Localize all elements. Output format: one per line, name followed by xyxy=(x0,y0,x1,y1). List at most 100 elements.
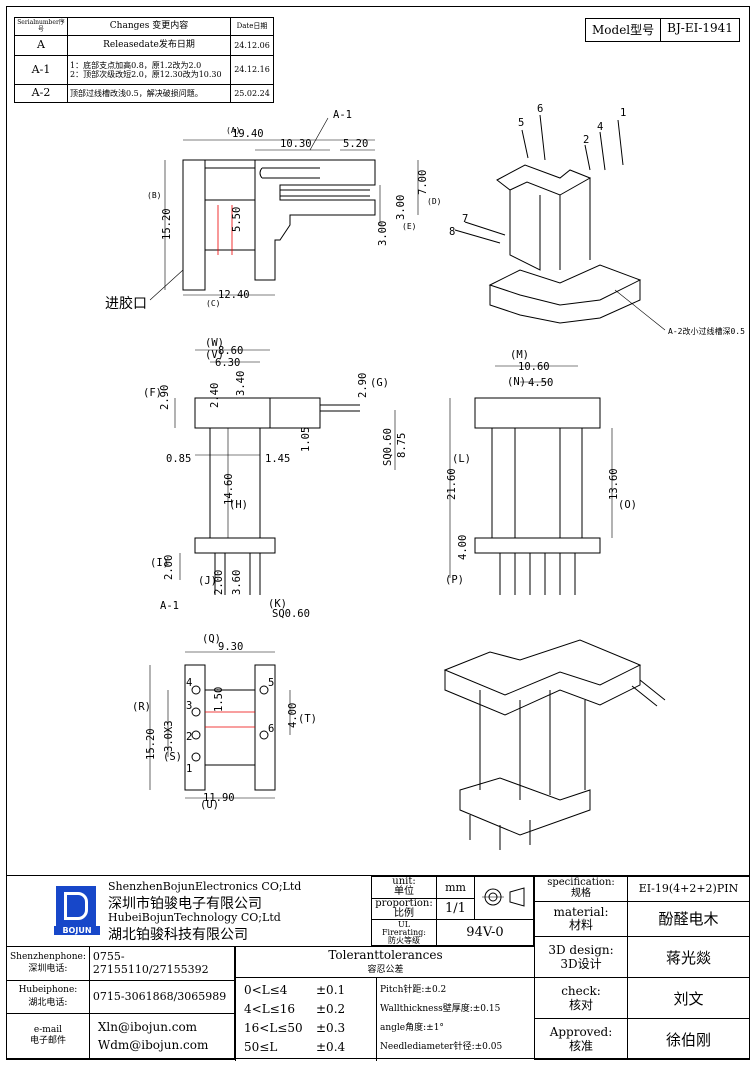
spec-label: specification: 规格 xyxy=(534,876,628,902)
bottom-red-line xyxy=(205,711,255,728)
title-block: BOJUN ShenzhenBojunElectronics CO;Ltd 深圳… xyxy=(6,875,750,1061)
design-value: 蒋光燚 xyxy=(627,936,750,979)
ul-value: 94V-0 xyxy=(436,919,534,946)
iso-b-body xyxy=(479,690,586,800)
pin-hole xyxy=(191,752,201,762)
spec-value: EI-19(4+2+2)PIN xyxy=(627,876,750,902)
dim-letter: (K) xyxy=(268,598,287,610)
rev-row-a2: A-2 顶部过线槽改浅0.5，解决破损问题。 25.02.24 xyxy=(14,84,274,103)
tolerance-notes: Pitch针距:±0.2 Wallthickness壁厚度:±0.15 angl… xyxy=(380,981,502,1057)
hb-phone-label: Hubeiphone: 湖北电话: xyxy=(6,979,90,1014)
revision-table: Serialnumber序号 Changes 变更内容 Date日期 A Rel… xyxy=(14,17,274,103)
dim-letter: (G) xyxy=(370,377,389,389)
tolerance-title: Toleranttolerances xyxy=(328,948,443,962)
end-view: 10.60 4.50 21.60 13.60 4.00 (M) (N) (L) … xyxy=(445,349,637,595)
front-bottom xyxy=(194,537,276,554)
dim-label: 13.60 xyxy=(608,468,620,500)
dim-letter: (V) xyxy=(205,349,224,361)
sz-phone-label: Shenzhenphone: 深圳电话: xyxy=(6,946,90,981)
dim-label: 14.60 xyxy=(223,473,235,505)
dim-letter: (A) xyxy=(226,126,240,135)
needle-tolerance: Needlediameter针径:±0.05 xyxy=(380,1042,503,1052)
iso-view-bottom xyxy=(443,639,666,850)
company-2-cn: 湖北铂骏科技有限公司 xyxy=(108,927,248,943)
pin-number: 3 xyxy=(186,700,192,712)
dim-label: 8.75 xyxy=(396,433,408,458)
iso-bottom-edge xyxy=(489,280,641,324)
glue-inlet-note: 进胶口 xyxy=(105,295,147,312)
iso-b-top xyxy=(443,639,642,696)
tolerance-row: 0<L≤4±0.1 xyxy=(244,983,346,997)
dim-letter: (M) xyxy=(510,349,529,361)
front-top xyxy=(194,397,271,429)
dim-label: 5.20 xyxy=(343,138,368,150)
dim-label: 15.20 xyxy=(145,728,157,760)
dim-letter: (H) xyxy=(229,499,248,511)
pin-number: 7 xyxy=(462,213,468,225)
dim-letter: (P) xyxy=(445,574,464,586)
unit-value: mm xyxy=(436,876,475,899)
design-label: 3D design: 3D设计 xyxy=(534,936,628,979)
dim-label: 1.50 xyxy=(213,687,225,712)
email-label: e-mail 电子邮件 xyxy=(6,1012,90,1061)
iso-b-pins-side xyxy=(631,679,666,707)
company-1-cn: 深圳市铂骏电子有限公司 xyxy=(108,896,262,912)
iso-pins-side xyxy=(454,221,506,244)
dim-label: 2.40 xyxy=(209,383,221,408)
wall-tolerance: Wallthickness壁厚度:±0.15 xyxy=(380,1004,501,1014)
rev-date: 25.02.24 xyxy=(230,84,274,103)
model-box: Model型号 BJ-EI-1941 xyxy=(585,18,740,42)
dim-label: 21.60 xyxy=(446,468,458,500)
front-pins xyxy=(214,553,261,595)
iso-body-lines xyxy=(509,178,591,271)
pin-number: 4 xyxy=(597,121,603,133)
dim-label: 9.30 xyxy=(218,641,243,653)
dim-label: 2.00 xyxy=(213,570,225,595)
pitch-tolerance: Pitch针距:±0.2 xyxy=(380,985,447,995)
dim-label: 8.60 xyxy=(218,345,243,357)
front-top-ext xyxy=(270,397,321,429)
end-pins xyxy=(499,553,576,595)
check-label: check: 核对 xyxy=(534,977,628,1020)
dim-letter: (I) xyxy=(150,557,169,569)
email-2: Wdm@ibojun.com xyxy=(97,1038,209,1053)
dim-letter: (J) xyxy=(198,575,217,587)
front-view: 8.60 6.30 2.90 2.40 3.40 2.90 1.05 SQ0.6… xyxy=(143,337,408,620)
side-slot xyxy=(259,167,320,179)
dim-letter: (L) xyxy=(452,453,471,465)
side-top-bar xyxy=(204,159,256,169)
tolerance-area: Toleranttolerances 容忍公差 0<L≤4±0.1 4<L≤16… xyxy=(235,946,535,1061)
sz-phone-value: 0755-27155110/27155392 xyxy=(88,946,236,981)
dim-label: 4.00 xyxy=(287,703,299,728)
pin-hole xyxy=(191,707,201,717)
end-top xyxy=(474,397,601,429)
iso-bottom-flange xyxy=(488,264,642,306)
leader-line xyxy=(309,117,329,151)
leader-line xyxy=(614,289,666,331)
leader-line xyxy=(149,269,184,301)
company-area: BOJUN ShenzhenBojunElectronics CO;Ltd 深圳… xyxy=(6,876,372,947)
side-view: 19.40 10.30 5.20 7.00 3.00 3.00 15.20 5.… xyxy=(105,109,441,312)
rev-tag: A-1 xyxy=(333,109,352,121)
iso-b-bottom xyxy=(459,777,591,836)
rev-tag: A-1 xyxy=(160,600,179,612)
logo-mark xyxy=(64,892,88,920)
dim-label: SQ0.60 xyxy=(382,428,394,466)
iso-pins-top xyxy=(521,114,624,171)
dim-label: 2.00 xyxy=(163,555,175,580)
dim-label: 2.90 xyxy=(159,385,171,410)
pin-number: 8 xyxy=(449,226,455,238)
side-flange-left xyxy=(182,159,206,291)
tolerance-row: 16<L≤50±0.3 xyxy=(244,1021,346,1035)
bojun-logo xyxy=(56,886,96,926)
dim-label: 3.00 xyxy=(377,221,389,246)
dim-label: 5.50 xyxy=(231,207,243,232)
dim-label: 10.30 xyxy=(280,138,312,150)
dim-letter: (R) xyxy=(132,701,151,713)
pin-number: 5 xyxy=(518,117,524,129)
dim-label: 1.45 xyxy=(265,453,290,465)
pin-number: 2 xyxy=(583,134,589,146)
dim-label: SQ0.60 xyxy=(272,608,310,620)
ul-label: UL Firerating: 防火等级 xyxy=(371,919,437,946)
check-value: 刘文 xyxy=(627,977,750,1020)
